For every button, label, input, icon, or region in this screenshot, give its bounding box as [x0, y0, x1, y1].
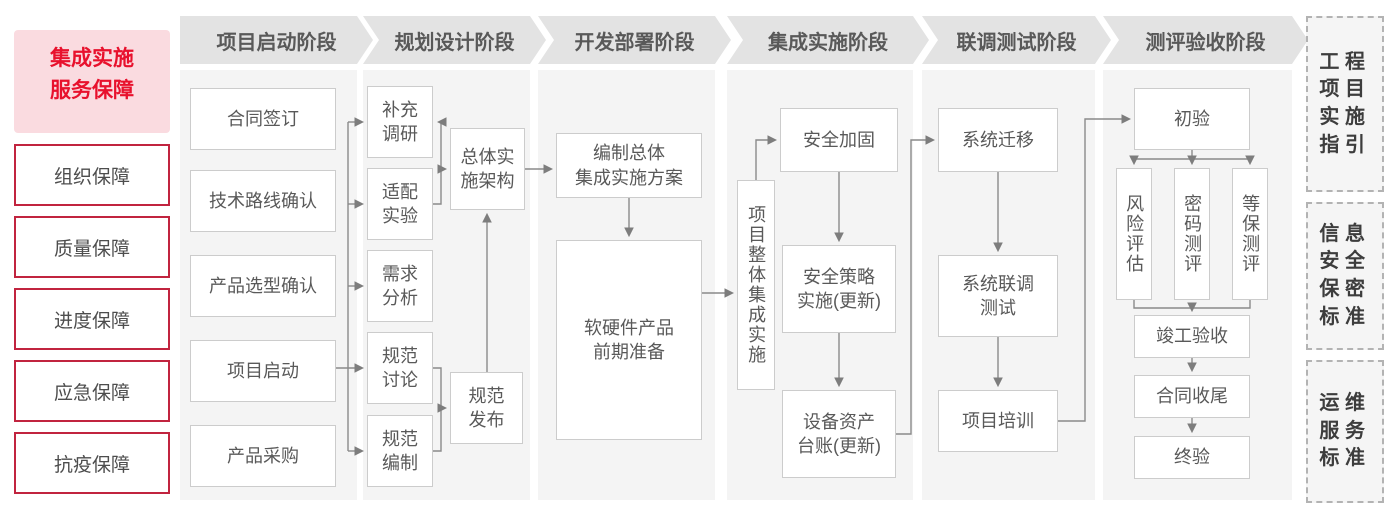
flow-box-system-joint-testing: 系统联调 测试: [938, 255, 1058, 337]
phase-header-planning: 规划设计阶段: [363, 16, 546, 64]
flow-box-hw-sw-preparation: 软硬件产品 前期准备: [556, 240, 702, 440]
flow-box-spec-drafting: 规范 编制: [367, 415, 433, 487]
flow-box-overall-implementation-architecture: 总体实 施架构: [450, 128, 525, 210]
flow-box-project-training: 项目培训: [938, 390, 1058, 452]
sidebar-item-schedule: 进度保障: [14, 288, 170, 350]
flow-box-overall-project-integration: 项目整体集成实施: [737, 180, 775, 390]
phase-header-integration: 集成实施阶段: [727, 16, 929, 64]
flow-box-spec-discussion: 规范 讨论: [367, 332, 433, 404]
flow-box-completion-acceptance: 竣工验收: [1134, 315, 1250, 358]
flow-box-project-kickoff: 项目启动: [190, 340, 336, 402]
flow-box-contract-signing: 合同签订: [190, 88, 336, 150]
flow-box-final-acceptance: 终验: [1134, 436, 1250, 479]
reference-panel-om-service-standard: 运维 服务 标准: [1306, 360, 1384, 503]
phase-header-kickoff: 项目启动阶段: [180, 16, 373, 64]
flow-box-overall-integration-plan: 编制总体 集成实施方案: [556, 133, 702, 198]
flow-box-crypto-evaluation: 密码测评: [1174, 168, 1210, 300]
flow-box-tech-route-confirm: 技术路线确认: [190, 170, 336, 232]
flow-box-security-policy-update: 安全策略 实施(更新): [782, 245, 896, 333]
sidebar-title: 集成实施 服务保障: [14, 30, 170, 133]
flow-box-product-procurement: 产品采购: [190, 425, 336, 487]
flow-box-asset-ledger-update: 设备资产 台账(更新): [782, 390, 896, 478]
reference-panel-project-implementation-guide: 工程 项目 实施 指引: [1306, 16, 1384, 192]
flow-box-product-selection-confirm: 产品选型确认: [190, 255, 336, 317]
flow-box-supplementary-research: 补充 调研: [367, 86, 433, 158]
flow-box-spec-release: 规范 发布: [450, 372, 523, 444]
phase-header-acceptance: 测评验收阶段: [1103, 16, 1308, 64]
flow-box-adaptation-test: 适配 实验: [367, 168, 433, 240]
phase-header-joint-test: 联调测试阶段: [922, 16, 1111, 64]
flow-box-requirement-analysis: 需求 分析: [367, 250, 433, 322]
sidebar-item-quality: 质量保障: [14, 216, 170, 278]
flow-box-risk-assessment: 风险评估: [1116, 168, 1152, 300]
flow-box-system-migration: 系统迁移: [938, 108, 1058, 172]
reference-panel-infosec-confidentiality-standard: 信息 安全 保密 标准: [1306, 202, 1384, 350]
flow-box-security-hardening: 安全加固: [780, 108, 898, 172]
flow-box-mlps-evaluation: 等保测评: [1232, 168, 1268, 300]
flow-box-initial-acceptance: 初验: [1134, 88, 1250, 150]
phase-header-development: 开发部署阶段: [538, 16, 731, 64]
sidebar-item-organization: 组织保障: [14, 144, 170, 206]
sidebar-item-epidemic: 抗疫保障: [14, 432, 170, 494]
sidebar-item-emergency: 应急保障: [14, 360, 170, 422]
flow-box-contract-closure: 合同收尾: [1134, 375, 1250, 418]
